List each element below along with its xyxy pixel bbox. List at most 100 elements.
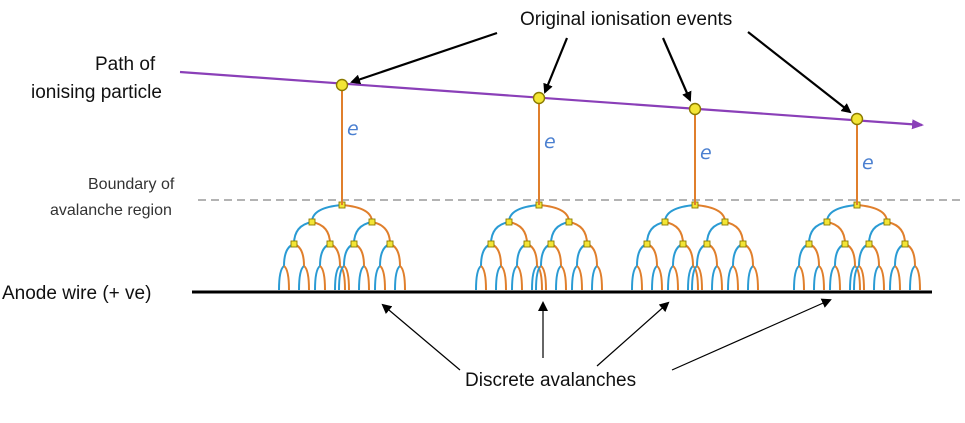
- avalanche-3-branch-27: [727, 265, 734, 291]
- avalanche-1-branch-18: [303, 265, 310, 291]
- avalanche-2-branch-18: [500, 265, 507, 291]
- avalanche-2-branch-27: [571, 265, 578, 291]
- avalanche-3-node-4: [643, 240, 651, 248]
- avalanche-4-node-7: [901, 240, 909, 248]
- avalanche-3-branch-19: [667, 265, 674, 291]
- avalanche-3-node-6: [703, 240, 711, 248]
- avalanche-3-branch-23: [691, 265, 698, 291]
- avalanche-1-node-7: [386, 240, 394, 248]
- avalanche-4-node-5: [841, 240, 849, 248]
- avalanche-4-branch-25: [873, 265, 880, 291]
- avalanche-4-branch-15: [793, 265, 800, 291]
- avalanche-2-branch-16: [480, 265, 487, 291]
- avalanche-1-node-5: [326, 240, 334, 248]
- avalanche-4-branch-23: [853, 265, 860, 291]
- avalanche-4-branch-17: [813, 265, 820, 291]
- avalanche-1-branch-23: [338, 265, 345, 291]
- avalanche-2-branch-23: [535, 265, 542, 291]
- avalanche-4-branch-27: [889, 265, 896, 291]
- event-arrow-4: [747, 31, 852, 114]
- avalanche-2-branch-19: [511, 265, 518, 291]
- avalanche-2-node-3: [565, 218, 573, 226]
- avalanche-1-branch-25: [358, 265, 365, 291]
- avalanche-1-branch-26: [363, 265, 370, 291]
- avalanche-4-node-6: [865, 240, 873, 248]
- event-arrow-3: [661, 37, 692, 102]
- avalanche-1-node-6: [350, 240, 358, 248]
- avalanche-3-branch-18: [656, 265, 663, 291]
- avalanche-arrow-1: [381, 303, 461, 371]
- avalanche-1-branch-19: [314, 265, 321, 291]
- avalanche-2-branch-2: [538, 204, 570, 223]
- avalanche-1: [278, 201, 406, 291]
- path-label-line1: Path of: [95, 54, 156, 75]
- avalanche-2-node-7: [583, 240, 591, 248]
- avalanche-4-branch-29: [909, 265, 916, 291]
- avalanche-1-branch-28: [379, 265, 386, 291]
- avalanche-1-branch-16: [283, 265, 290, 291]
- avalanche-1-node-4: [290, 240, 298, 248]
- avalanche-1-branch-15: [278, 265, 285, 291]
- avalanche-1-branch-17: [298, 265, 305, 291]
- avalanche-4-branch-21: [849, 265, 856, 291]
- avalanche-2-branch-29: [591, 265, 598, 291]
- avalanche-2-branch-22: [536, 265, 543, 291]
- avalanche-4-node-4: [805, 240, 813, 248]
- avalanche-2-branch-26: [560, 265, 567, 291]
- avalanche-4-branch-1: [826, 204, 858, 223]
- avalanche-1-branch-22: [339, 265, 346, 291]
- avalanche-3-branch-24: [696, 265, 703, 291]
- avalanche-4-branch-16: [798, 265, 805, 291]
- avalanche-4-branch-30: [914, 265, 921, 291]
- avalanche-2-branch-24: [540, 265, 547, 291]
- avalanche-3-branch-15: [631, 265, 638, 291]
- avalanche-1-branch-30: [399, 265, 406, 291]
- avalanche-3-branch-21: [687, 265, 694, 291]
- avalanche-3-branch-2: [694, 204, 726, 223]
- avalanche-4-branch-2: [856, 204, 888, 223]
- ionisation-event-4: e: [793, 112, 921, 291]
- avalanche-4-node-3: [883, 218, 891, 226]
- boundary-label-line2: avalanche region: [50, 202, 172, 219]
- avalanche-2-branch-30: [596, 265, 603, 291]
- avalanche-pointer-arrows: [381, 298, 832, 371]
- electron-label-2: e: [544, 131, 556, 153]
- electron-label-4: e: [862, 152, 874, 174]
- event-pointer-arrows: [350, 31, 852, 114]
- ionisation-point-4: [850, 112, 864, 126]
- avalanche-2-branch-20: [516, 265, 523, 291]
- avalanche-3-branch-22: [692, 265, 699, 291]
- avalanche-2-branch-15: [475, 265, 482, 291]
- avalanche-arrow-3: [596, 301, 670, 367]
- avalanche-2-branch-28: [576, 265, 583, 291]
- event-arrow-1: [350, 31, 498, 85]
- avalanche-1-node-2: [308, 218, 316, 226]
- avalanche-4-branch-26: [878, 265, 885, 291]
- avalanche-1-node-3: [368, 218, 376, 226]
- avalanche-4-branch-18: [818, 265, 825, 291]
- electron-label-3: e: [700, 142, 712, 164]
- avalanche-4-branch-20: [834, 265, 841, 291]
- avalanche-1-branch-29: [394, 265, 401, 291]
- avalanche-3: [631, 201, 759, 291]
- avalanche-3-branch-1: [664, 204, 696, 223]
- avalanche-3-branch-25: [711, 265, 718, 291]
- event-arrow-2: [543, 37, 569, 94]
- path-label-line2: ionising particle: [31, 82, 162, 103]
- avalanche-3-branch-30: [752, 265, 759, 291]
- avalanche-1-branch-20: [319, 265, 326, 291]
- original-ionisation-events-label: Original ionisation events: [520, 9, 732, 30]
- avalanche-3-branch-16: [636, 265, 643, 291]
- avalanche-2-branch-25: [555, 265, 562, 291]
- avalanche-1-branch-27: [374, 265, 381, 291]
- avalanche-3-branch-20: [672, 265, 679, 291]
- avalanche-1-branch-24: [343, 265, 350, 291]
- avalanche-4: [793, 201, 921, 291]
- avalanche-1-branch-2: [341, 204, 373, 223]
- avalanche-4-branch-28: [894, 265, 901, 291]
- ionisation-point-1: [335, 78, 349, 92]
- electron-label-1: e: [347, 118, 359, 140]
- avalanche-2-node-5: [523, 240, 531, 248]
- avalanche-3-node-7: [739, 240, 747, 248]
